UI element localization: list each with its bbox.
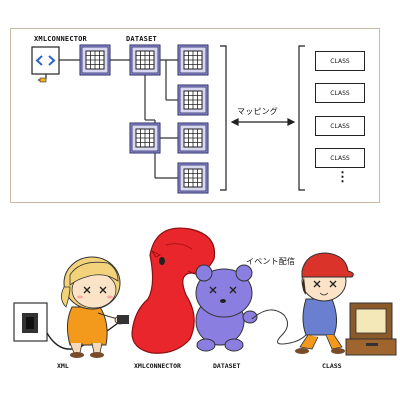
xml-document-icon <box>31 46 60 83</box>
dataset-grid-icon <box>129 44 161 76</box>
datatable-grid-icon <box>129 122 161 154</box>
bottom-illustration <box>13 227 397 358</box>
computer-icon <box>345 302 397 356</box>
diagram-connector-lines <box>59 59 178 179</box>
left-bracket <box>220 45 227 191</box>
datatable-grid-icon <box>177 84 209 116</box>
class-box: CLASS <box>315 148 365 168</box>
right-bracket <box>298 45 305 191</box>
xml-label: XML <box>57 362 69 370</box>
datatable-grid-icon <box>177 44 209 76</box>
xmlconnector-grid-icon <box>79 44 111 76</box>
plug-icon <box>117 315 129 324</box>
blonde-girl-character <box>61 256 126 358</box>
class-bottom-label: CLASS <box>322 362 342 370</box>
class-box: CLASS <box>315 83 365 103</box>
datatable-grid-icon <box>177 122 209 154</box>
more-indicator: ⋮ <box>336 170 350 185</box>
dataset-label: DATASET <box>126 35 157 43</box>
cap-boy-character <box>295 252 354 354</box>
event-delivery-label: イベント配信 <box>246 257 296 266</box>
class-box: CLASS <box>315 51 365 71</box>
top-diagram-graphics <box>31 44 305 194</box>
event-wire <box>251 309 307 345</box>
xmlconnector-bottom-label: XMLCONNECTOR <box>134 362 181 370</box>
dataset-bottom-label: DATASET <box>213 362 241 370</box>
mapping-label: マッピング <box>237 107 278 116</box>
wall-outlet-icon <box>13 302 48 342</box>
class-box: CLASS <box>315 116 365 136</box>
xmlconnector-label: XMLCONNECTOR <box>34 35 87 43</box>
mapping-arrow <box>230 118 296 126</box>
datatable-grid-icon <box>177 162 209 194</box>
red-blob-character <box>131 227 216 354</box>
purple-bear-character <box>195 264 258 352</box>
